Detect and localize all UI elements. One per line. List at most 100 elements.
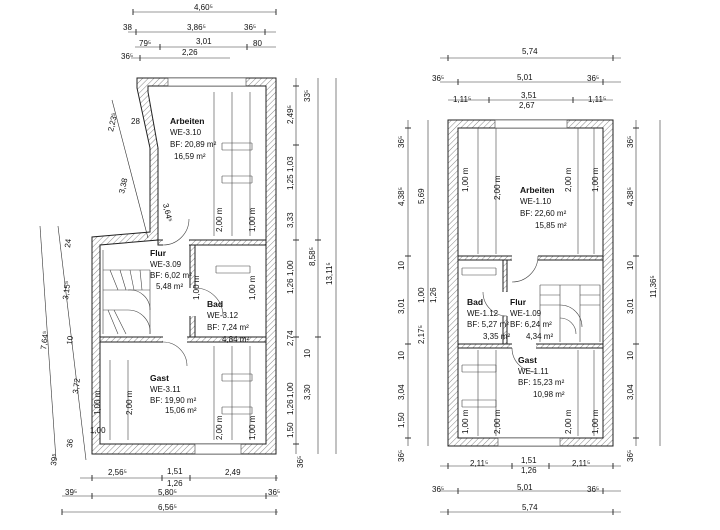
left-door-gast (163, 334, 187, 343)
room-area: 16,59 m² (174, 152, 206, 161)
measure-label: 1,00 m (248, 275, 257, 300)
dim-label: 36⁵ (432, 74, 444, 83)
dim-label: 13,11⁵ (325, 262, 334, 285)
room-id: WE-3.10 (170, 128, 202, 137)
left-wall-arbeiten-bad (157, 239, 267, 246)
measure-label: 1,00 m (591, 409, 600, 434)
right-top-dimensions: 5,74 36⁵ 5,01 36⁵ 1,11⁵ 3,51 1,11⁵ 2,67 (432, 47, 621, 110)
left-slope-lines (109, 92, 251, 440)
dim-label: 2,23⁵ (106, 112, 119, 132)
right-left-dimensions: 36⁵ 4,38⁵ 5,69 10 3,01 1,00 1,26 2,17⁵ 1… (397, 120, 438, 462)
room-area: 10,98 m² (533, 390, 565, 399)
dim-label: 39⁵ (49, 453, 59, 466)
room-left-flur: Flur WE-3.09 BF: 6,02 m² 5,48 m² (150, 248, 192, 291)
dim-label: 2,56⁵ (108, 468, 127, 477)
room-id: WE-3.09 (150, 260, 182, 269)
dim-label: 5,01 (517, 73, 533, 82)
dim-label: 1,00 (286, 260, 295, 276)
dim-label: 5,69 (417, 188, 426, 204)
dim-label: 36⁵ (626, 136, 635, 148)
measure-label: 1,00 m (192, 275, 201, 300)
right-window-bottom (497, 437, 561, 447)
room-bf: BF: 20,89 m² (170, 140, 217, 149)
dim-label: 3,33 (286, 212, 295, 228)
dim-label: 2,11⁵ (572, 459, 590, 468)
dim-label: 10 (397, 261, 406, 270)
right-outer-wall (447, 119, 614, 447)
dim-label: 3,15⁵ (61, 280, 72, 300)
left-outer-wall (91, 77, 277, 455)
dim-label: 10 (626, 261, 635, 270)
measure-label: 1,00 m (248, 207, 257, 232)
right-door-bad (500, 292, 510, 316)
dim-label: 5,01 (517, 483, 533, 492)
plan-left: Arbeiten WE-3.10 BF: 20,89 m² 16,59 m² F… (39, 3, 337, 515)
measure-label: 2,00 m (215, 415, 224, 440)
room-left-arbeiten: Arbeiten WE-3.10 BF: 20,89 m² 16,59 m² (170, 116, 217, 161)
dim-label: 33⁵ (303, 90, 312, 102)
right-bottom-dimensions: 2,11⁵ 1,51 1,26 2,11⁵ 36⁵ 5,01 36⁵ 5,74 (432, 456, 621, 515)
room-name: Gast (150, 373, 169, 383)
dim-label: 10 (303, 349, 312, 358)
right-right-dimensions: 36⁵ 4,38⁵ 10 3,01 10 3,04 36⁵ 11,36⁵ (626, 120, 661, 462)
dim-label: 6,56⁵ (158, 503, 177, 512)
room-bf: BF: 15,23 m² (518, 378, 565, 387)
dim-label: 1,26 (521, 466, 537, 475)
dim-label: 1,03 (286, 156, 295, 172)
dim-label: 1,26 (429, 287, 438, 303)
left-staircase (102, 250, 151, 335)
left-door-arc-2 (162, 341, 188, 367)
dim-label: 36 (65, 438, 75, 448)
dim-label: 10 (626, 351, 635, 360)
dim-label: 1,00 (286, 382, 295, 398)
room-area: 3,35 m² (483, 332, 510, 341)
dim-label: 5,80⁵ (158, 488, 177, 497)
room-left-gast: Gast WE-3.11 BF: 19,90 m² 15,06 m² (150, 373, 197, 415)
dim-label: 36⁵ (244, 23, 256, 32)
room-area: 5,48 m² (156, 282, 183, 291)
room-name: Flur (510, 297, 527, 307)
room-area: 4,34 m² (526, 332, 553, 341)
room-area: 15,85 m² (535, 221, 567, 230)
dim-label: 3,38 (117, 177, 129, 195)
left-left-dimensions: 24 3,15⁵ 10 7,64⁵ 3,72 36 39⁵ 1,00 (39, 225, 106, 466)
dim-label: 36⁵ (626, 450, 635, 462)
room-bf: BF: 19,90 m² (150, 396, 197, 405)
measure-label: 1,00 m (248, 415, 257, 440)
measure-label: 1,00 m (591, 167, 600, 192)
room-right-bad: Bad WE-1.12 BF: 5,27 m² 3,35 m² (467, 297, 510, 341)
right-door-gast (512, 342, 536, 350)
left-bottom-dimensions: 2,56⁵ 1,51 1,26 2,49 39⁵ 5,80⁵ 36⁵ 6,56⁵ (61, 467, 280, 515)
dim-label: 3,04 (626, 384, 635, 400)
measure-label: 2,00 m (493, 175, 502, 200)
right-window-top (494, 119, 568, 129)
dim-label: 36⁵ (268, 488, 280, 497)
dim-label: 2,17⁵ (417, 325, 426, 344)
room-id: WE-1.10 (520, 197, 552, 206)
room-bf: BF: 22,60 m² (520, 209, 567, 218)
room-right-gast: Gast WE-1.11 BF: 15,23 m² 10,98 m² (518, 355, 565, 399)
dim-label: 5,74 (522, 47, 538, 56)
dim-label: 36⁵ (587, 485, 599, 494)
dim-label: 36⁵ (397, 450, 406, 462)
right-roof-windows (461, 267, 497, 408)
room-name: Gast (518, 355, 537, 365)
dim-label: 3,30 (303, 384, 312, 400)
dim-label: 10 (397, 351, 406, 360)
right-door-arc-1 (511, 255, 539, 283)
room-right-flur: Flur WE-1.09 BF: 6,24 m² 4,34 m² (510, 297, 553, 341)
room-area: 15,06 m² (165, 406, 197, 415)
dim-label: 7,64⁵ (39, 330, 50, 350)
dim-label: 36⁵ (397, 136, 406, 148)
dim-label: 3,86⁵ (187, 23, 206, 32)
dim-label: 79⁵ (139, 39, 151, 48)
dim-label: 1,50 (397, 412, 406, 428)
left-door-arc-1 (162, 218, 190, 246)
dim-label: 8,58⁵ (308, 247, 317, 266)
dim-label: 38 (123, 23, 132, 32)
dim-label: 2,26 (182, 48, 198, 57)
room-id: WE-1.09 (510, 309, 542, 318)
dim-label: 2,74 (286, 330, 295, 346)
dim-label: 3,64⁵ (161, 202, 174, 222)
